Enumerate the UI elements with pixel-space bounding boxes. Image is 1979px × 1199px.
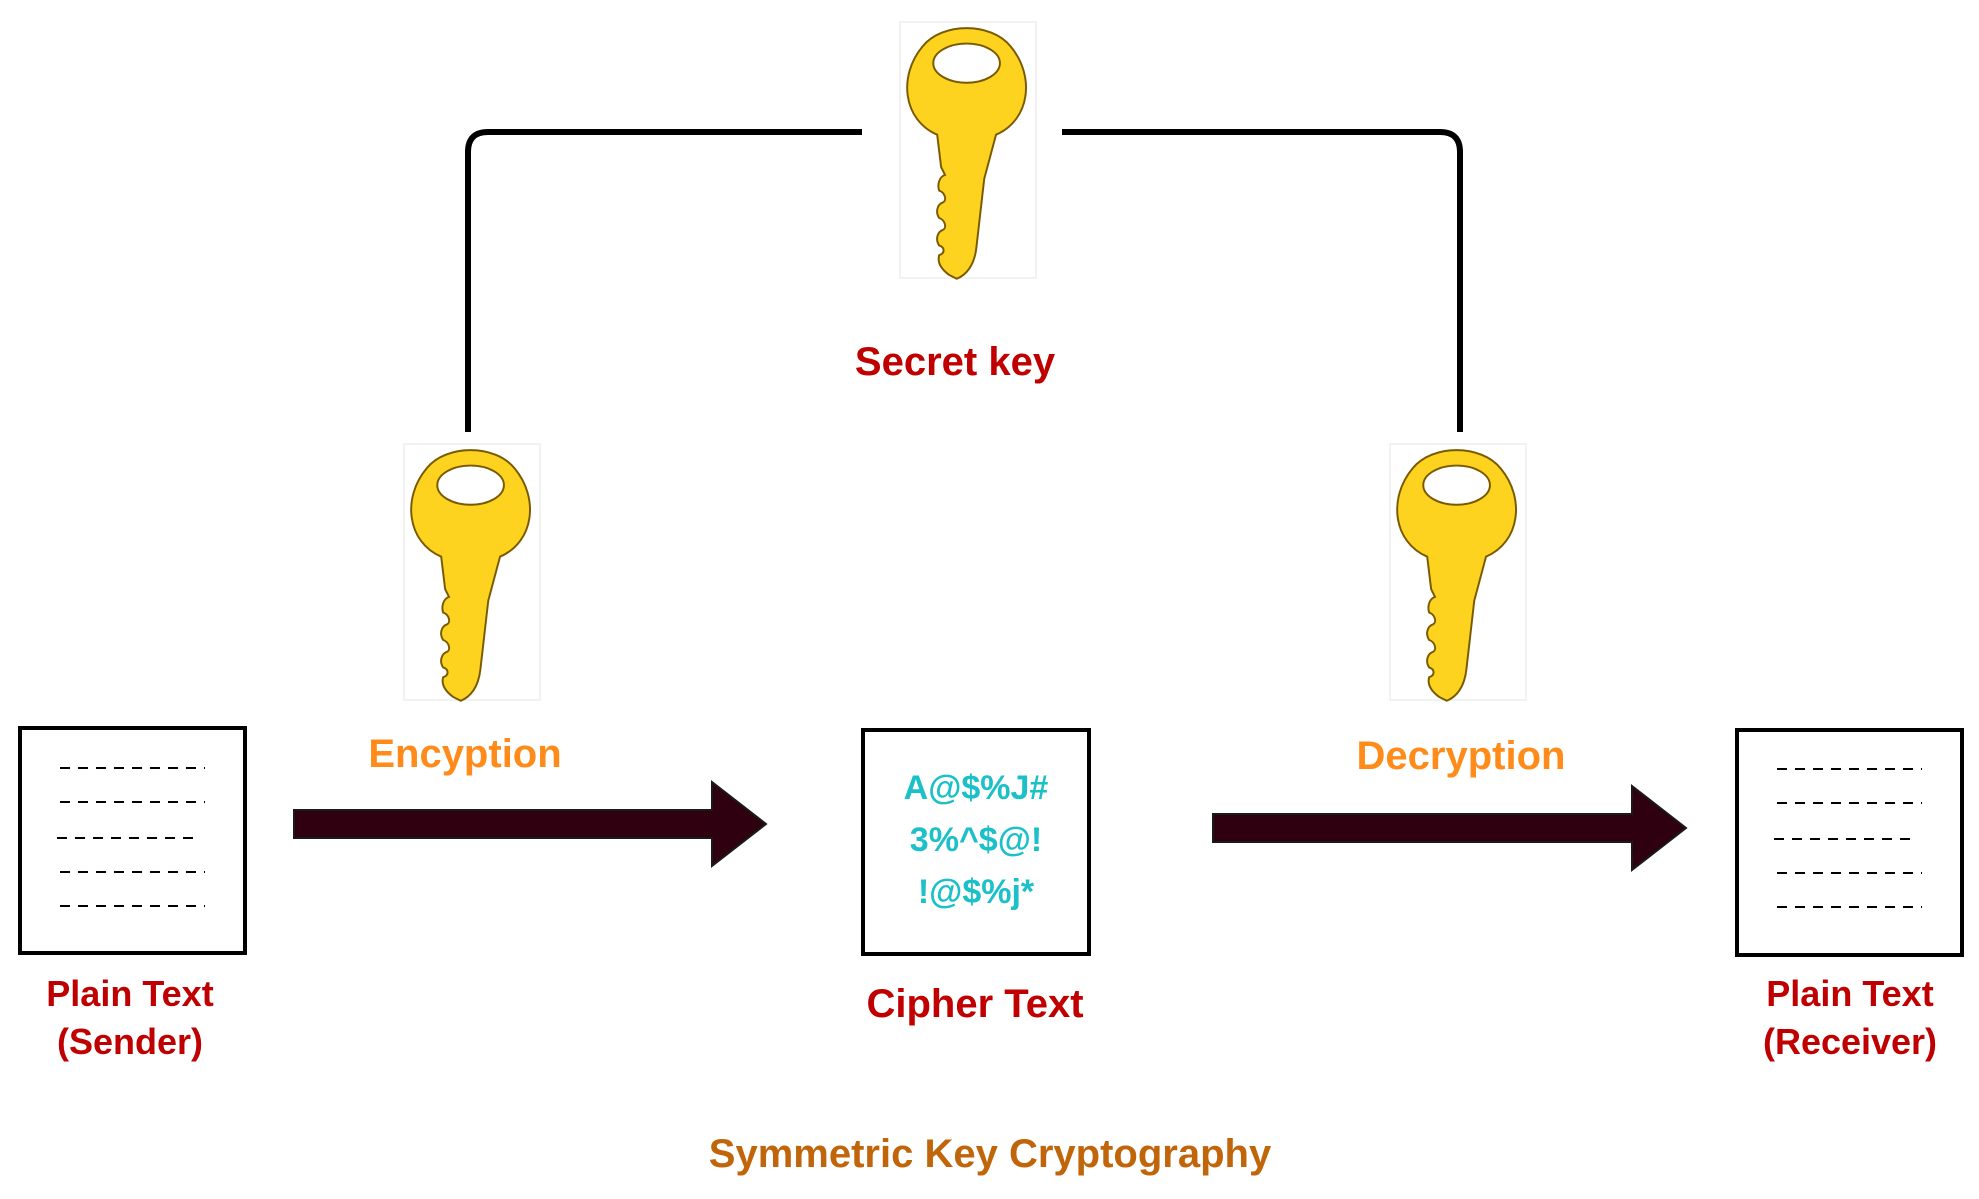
decryption-arrow-icon [1212, 783, 1688, 873]
cipher-text-content: A@$%J# 3%^$@! !@$%j* [863, 762, 1089, 918]
secret-key-label: Secret key [854, 340, 1056, 384]
key-connector-left [465, 129, 862, 432]
encryption-key-icon [403, 443, 541, 702]
cipher-line-2: 3%^$@! [909, 821, 1043, 859]
sender-label-line2: (Sender) [56, 1021, 204, 1062]
receiver-label-line2: (Receiver) [1762, 1021, 1938, 1062]
cipher-line-3: !@$%j* [917, 873, 1035, 911]
diagram-caption: Symmetric Key Cryptography [708, 1132, 1272, 1176]
cipher-document-icon [861, 728, 1091, 956]
receiver-label: Plain Text (Receiver) [1720, 970, 1979, 1066]
encryption-label: Encyption [368, 732, 562, 776]
cipher-text-label: Cipher Text [866, 982, 1084, 1026]
decryption-label: Decryption [1356, 734, 1566, 778]
sender-label-line1: Plain Text [46, 973, 214, 1014]
sender-document-icon [18, 726, 247, 955]
sender-label: Plain Text (Sender) [10, 970, 250, 1066]
receiver-label-line1: Plain Text [1766, 973, 1934, 1014]
receiver-document-icon [1735, 728, 1964, 957]
secret-key-icon [899, 21, 1037, 280]
encryption-arrow-icon [293, 779, 768, 869]
cipher-line-1: A@$%J# [903, 769, 1049, 807]
key-connector-right [1062, 129, 1463, 432]
decryption-key-icon [1389, 443, 1527, 702]
